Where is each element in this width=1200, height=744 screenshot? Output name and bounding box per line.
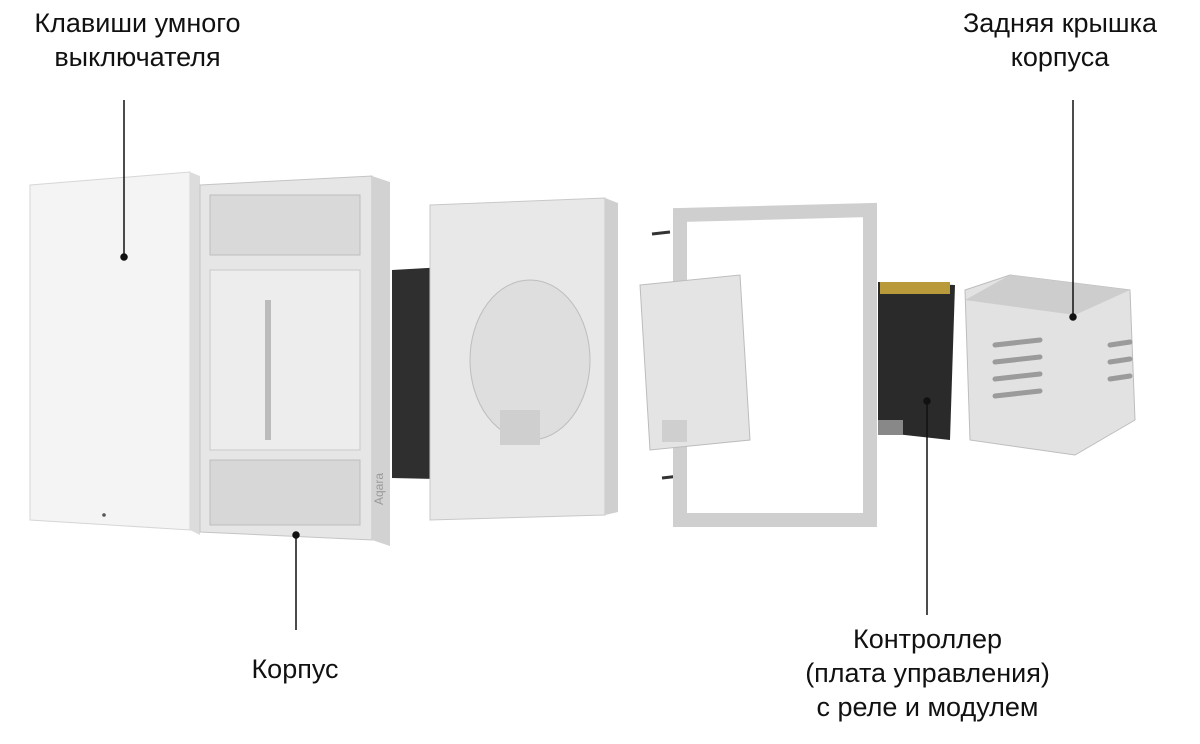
label-switch-keys: Клавиши умного выключателя [0,6,275,74]
label-line: выключателя [54,42,221,72]
housing-frame: Aqara [199,175,390,546]
label-line: Клавиши умного [34,8,241,38]
aqara-logo: Aqara [372,473,386,505]
label-line: Контроллер [852,624,1002,654]
installation-frame [639,202,877,527]
label-line: корпуса [1010,42,1110,72]
label-line: Задняя крышка [962,8,1158,38]
back-cover [964,274,1136,456]
label-line: (плата управления) [805,658,1050,688]
switch-keys-panel [29,171,200,535]
leader-lines [120,100,1077,630]
label-line: с реле и модулем [816,692,1039,722]
label-controller: Контроллер (плата управления) с реле и м… [760,622,1095,724]
label-housing: Корпус [230,652,360,686]
controller-board [878,282,955,440]
mounting-plate [429,197,618,521]
label-back-cover: Задняя крышка корпуса [925,6,1195,74]
label-line: Корпус [251,654,339,684]
